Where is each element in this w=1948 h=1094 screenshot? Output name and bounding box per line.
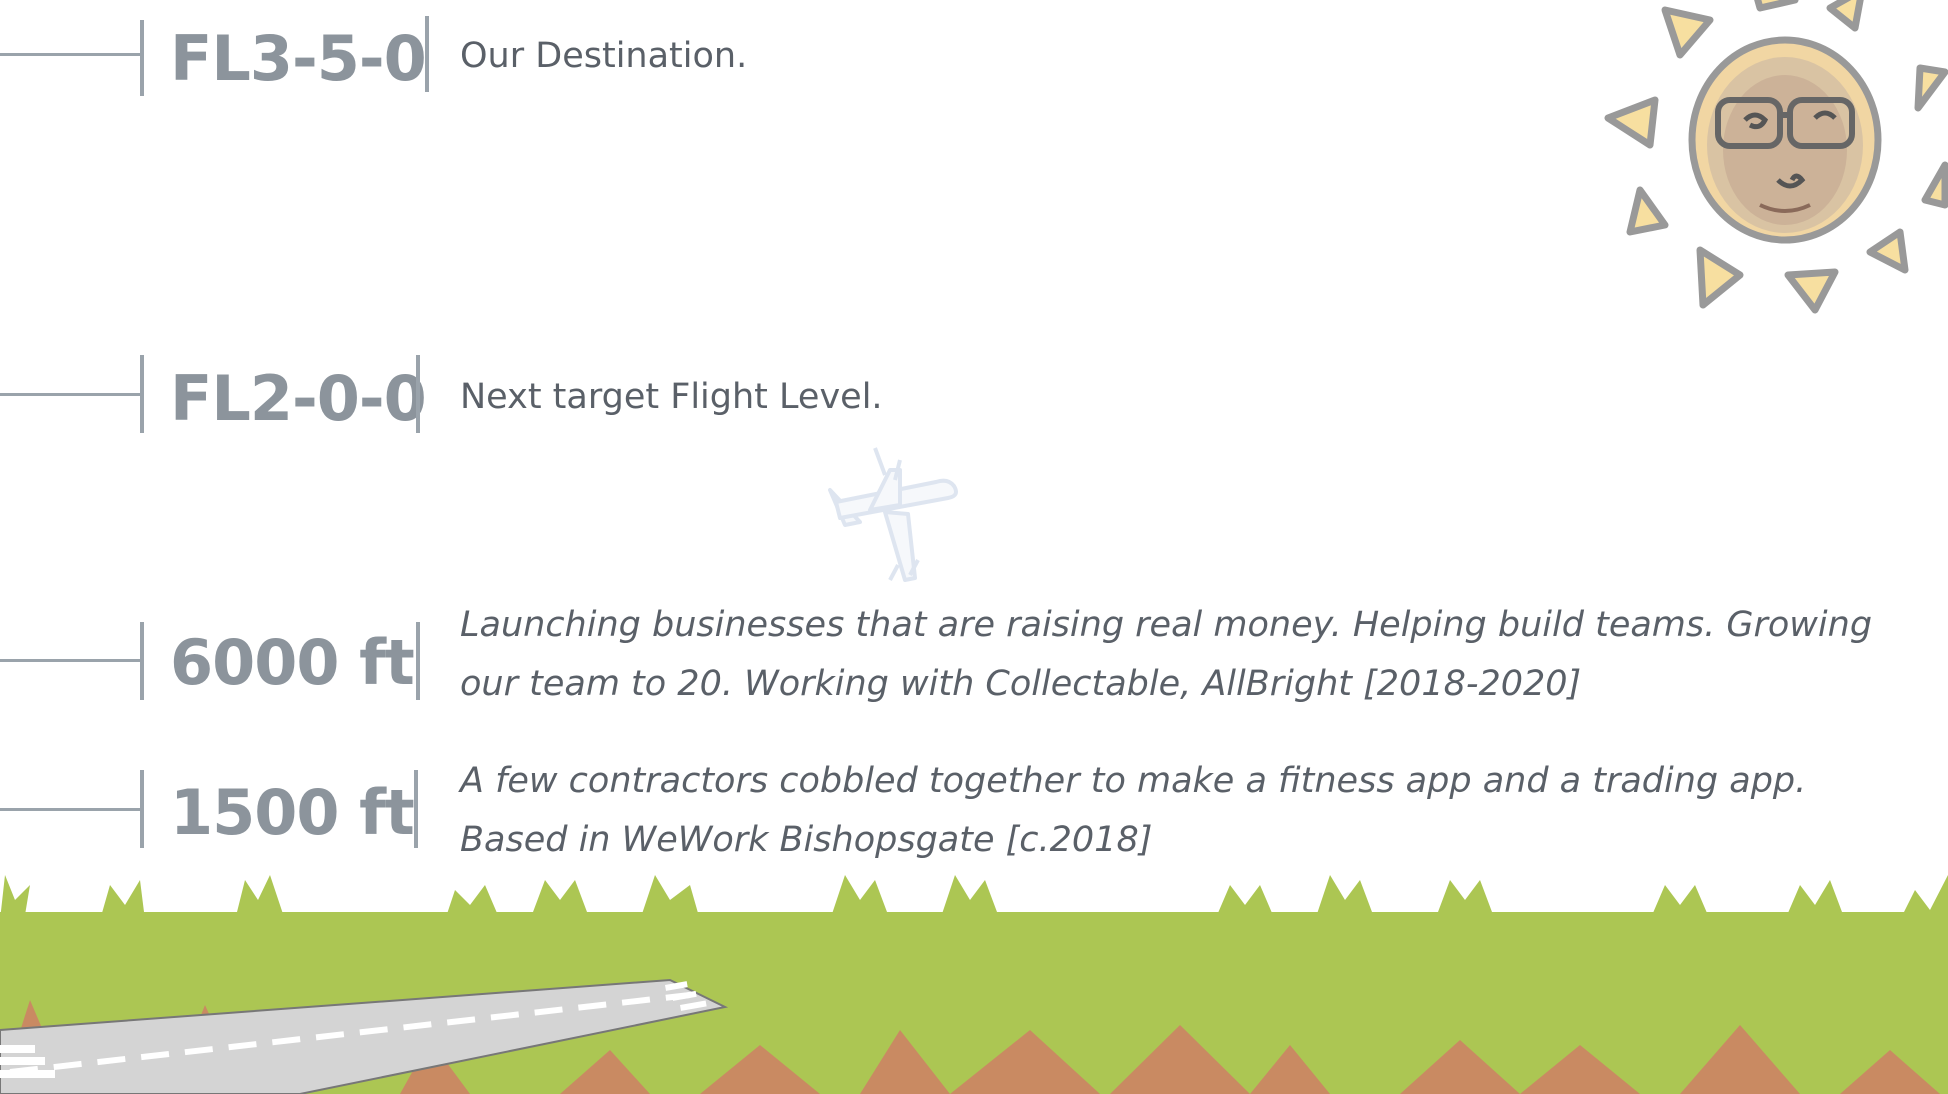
level-label: FL3-5-0: [170, 22, 427, 95]
sun-face-icon: [1600, 0, 1948, 320]
level-divider-right: [425, 16, 429, 92]
level-divider-left: [140, 20, 144, 96]
level-divider-left: [140, 770, 144, 848]
level-description: Our Destination.: [460, 36, 748, 76]
altitude-tick: [0, 53, 140, 56]
level-divider-left: [140, 355, 144, 433]
level-divider-right: [414, 770, 418, 848]
level-label: FL2-0-0: [170, 362, 427, 435]
mountains-illustration: [0, 1000, 1940, 1094]
altitude-tick: [0, 393, 140, 396]
level-divider-left: [140, 622, 144, 700]
altitude-tick: [0, 659, 140, 662]
level-description: Launching businesses that are raising re…: [460, 605, 1873, 704]
airplane-icon: [800, 430, 980, 590]
runway-illustration: [0, 978, 729, 1094]
altitude-tick: [0, 808, 140, 811]
level-description: A few contractors cobbled together to ma…: [460, 761, 1807, 860]
level-divider-right: [416, 355, 420, 433]
level-label: 1500 ft: [170, 776, 415, 849]
level-description: Next target Flight Level.: [460, 377, 883, 417]
level-label: 6000 ft: [170, 626, 415, 699]
level-divider-right: [416, 622, 420, 700]
